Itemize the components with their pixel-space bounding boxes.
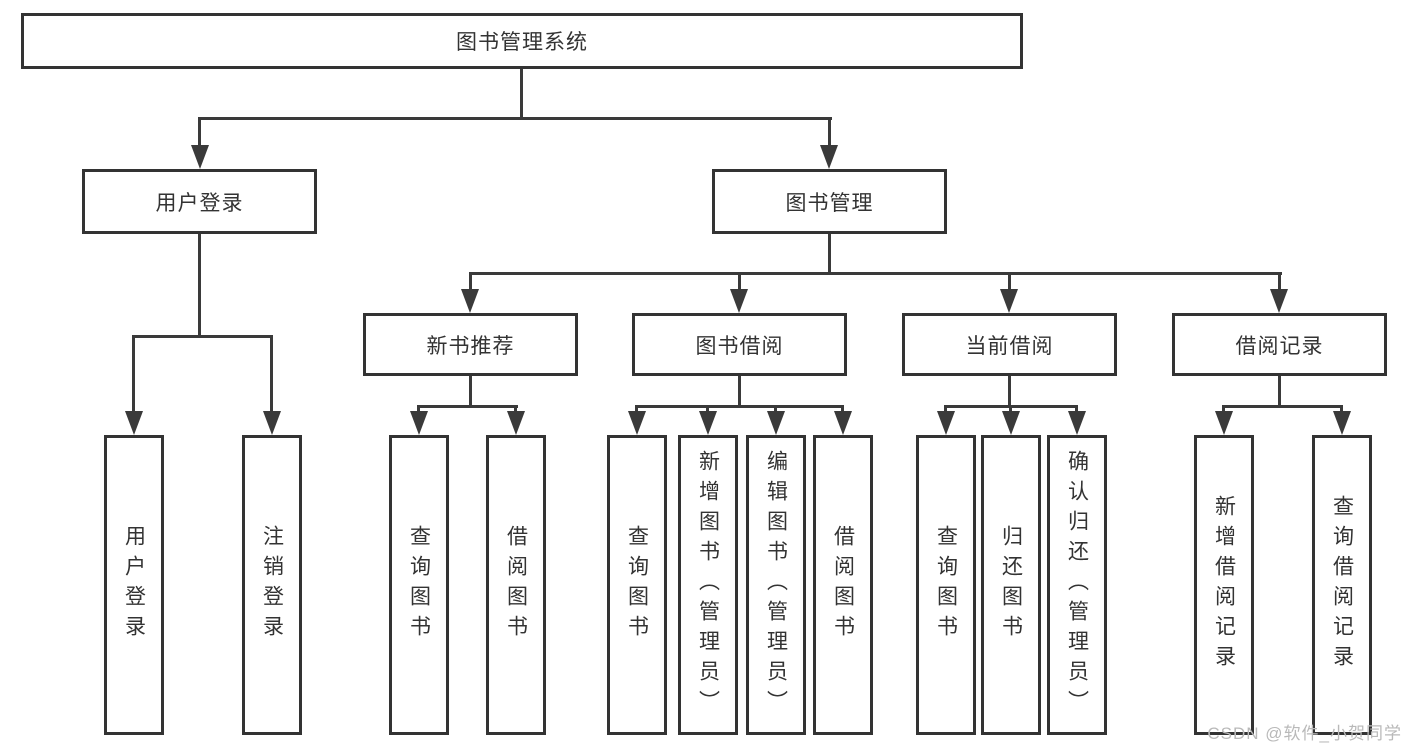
leaf-label: 查询图书 — [625, 525, 649, 645]
connector-to-leaf — [1222, 405, 1225, 413]
leaf-label: 新增图书（管理员） — [696, 450, 720, 720]
connector-to-book-borrow — [738, 272, 741, 291]
connector-to-leaf — [635, 405, 638, 413]
node-new-book-recommend-label: 新书推荐 — [426, 334, 515, 358]
arrow-down-icon — [1333, 411, 1351, 435]
node-user-login: 用户登录 — [82, 169, 317, 234]
leaf-label: 查询图书 — [407, 525, 431, 645]
connector-book-management-bar — [469, 272, 1282, 275]
leaf-label: 查询图书 — [934, 525, 958, 645]
leaf-label: 确认归还（管理员） — [1065, 450, 1089, 720]
arrow-down-icon — [730, 289, 748, 313]
arrow-down-icon — [628, 411, 646, 435]
connector-to-user-login — [198, 117, 201, 147]
arrow-down-icon — [767, 411, 785, 435]
connector-to-leaf — [1009, 405, 1012, 413]
node-book-borrow: 图书借阅 — [632, 313, 847, 376]
arrow-down-icon — [507, 411, 525, 435]
leaf-label: 借阅图书 — [504, 525, 528, 645]
node-root: 图书管理系统 — [21, 13, 1023, 69]
arrow-down-icon — [1000, 289, 1018, 313]
leaf-borrow-books: 借阅图书 — [813, 435, 873, 735]
leaf-add-books-admin: 新增图书（管理员） — [678, 435, 738, 735]
connector-to-leaf — [1075, 405, 1078, 413]
leaf-label: 借阅图书 — [831, 525, 855, 645]
node-user-login-label: 用户登录 — [155, 191, 244, 215]
connector-to-leaf — [132, 335, 135, 413]
connector-book-borrow-bar — [635, 405, 844, 408]
arrow-down-icon — [1215, 411, 1233, 435]
connector-borrow-record-stem — [1278, 376, 1281, 407]
connector-book-borrow-stem — [738, 376, 741, 407]
arrow-down-icon — [1002, 411, 1020, 435]
arrow-down-icon — [191, 145, 209, 169]
node-book-management: 图书管理 — [712, 169, 947, 234]
connector-new-book-stem — [469, 376, 472, 407]
arrow-down-icon — [820, 145, 838, 169]
leaf-return-books: 归还图书 — [981, 435, 1041, 735]
connector-to-book-management — [828, 117, 831, 147]
node-borrow-record-label: 借阅记录 — [1235, 334, 1324, 358]
node-current-borrow-label: 当前借阅 — [965, 334, 1054, 358]
arrow-down-icon — [937, 411, 955, 435]
arrow-down-icon — [1068, 411, 1086, 435]
connector-user-login-stem — [198, 234, 201, 337]
node-book-borrow-label: 图书借阅 — [695, 334, 784, 358]
connector-to-leaf — [774, 405, 777, 413]
connector-current-borrow-stem — [1008, 376, 1011, 407]
arrow-down-icon — [834, 411, 852, 435]
arrow-down-icon — [410, 411, 428, 435]
leaf-query-borrow-record: 查询借阅记录 — [1312, 435, 1372, 735]
node-root-label: 图书管理系统 — [456, 31, 588, 54]
leaf-confirm-return-admin: 确认归还（管理员） — [1047, 435, 1107, 735]
connector-borrow-record-bar — [1222, 405, 1343, 408]
leaf-query-books: 查询图书 — [389, 435, 449, 735]
connector-to-leaf — [417, 405, 420, 413]
node-new-book-recommend: 新书推荐 — [363, 313, 578, 376]
arrow-down-icon — [125, 411, 143, 435]
connector-root-bar — [198, 117, 832, 120]
connector-to-current-borrow — [1008, 272, 1011, 291]
connector-user-login-bar — [132, 335, 273, 338]
leaf-query-books: 查询图书 — [607, 435, 667, 735]
leaf-query-books: 查询图书 — [916, 435, 976, 735]
connector-to-new-book-recommend — [469, 272, 472, 291]
connector-new-book-bar — [417, 405, 518, 408]
leaf-user-login: 用户登录 — [104, 435, 164, 735]
leaf-label: 用户登录 — [122, 525, 146, 645]
leaf-label: 编辑图书（管理员） — [764, 450, 788, 720]
leaf-borrow-books: 借阅图书 — [486, 435, 546, 735]
connector-root-stem — [520, 69, 523, 119]
connector-to-leaf — [1340, 405, 1343, 413]
connector-book-management-stem — [828, 234, 831, 274]
leaf-edit-books-admin: 编辑图书（管理员） — [746, 435, 806, 735]
leaf-logout: 注销登录 — [242, 435, 302, 735]
leaf-label: 新增借阅记录 — [1212, 495, 1236, 675]
connector-to-borrow-record — [1278, 272, 1281, 291]
watermark: CSDN @软件_小贺同学 — [1207, 724, 1402, 743]
connector-to-leaf — [944, 405, 947, 413]
leaf-label: 注销登录 — [260, 525, 284, 645]
connector-to-leaf — [706, 405, 709, 413]
node-borrow-record: 借阅记录 — [1172, 313, 1387, 376]
connector-to-leaf — [514, 405, 517, 413]
node-current-borrow: 当前借阅 — [902, 313, 1117, 376]
connector-to-leaf — [270, 335, 273, 413]
leaf-label: 归还图书 — [999, 525, 1023, 645]
leaf-label: 查询借阅记录 — [1330, 495, 1354, 675]
arrow-down-icon — [1270, 289, 1288, 313]
arrow-down-icon — [699, 411, 717, 435]
leaf-add-borrow-record: 新增借阅记录 — [1194, 435, 1254, 735]
connector-to-leaf — [841, 405, 844, 413]
node-book-management-label: 图书管理 — [785, 191, 874, 215]
arrow-down-icon — [461, 289, 479, 313]
arrow-down-icon — [263, 411, 281, 435]
